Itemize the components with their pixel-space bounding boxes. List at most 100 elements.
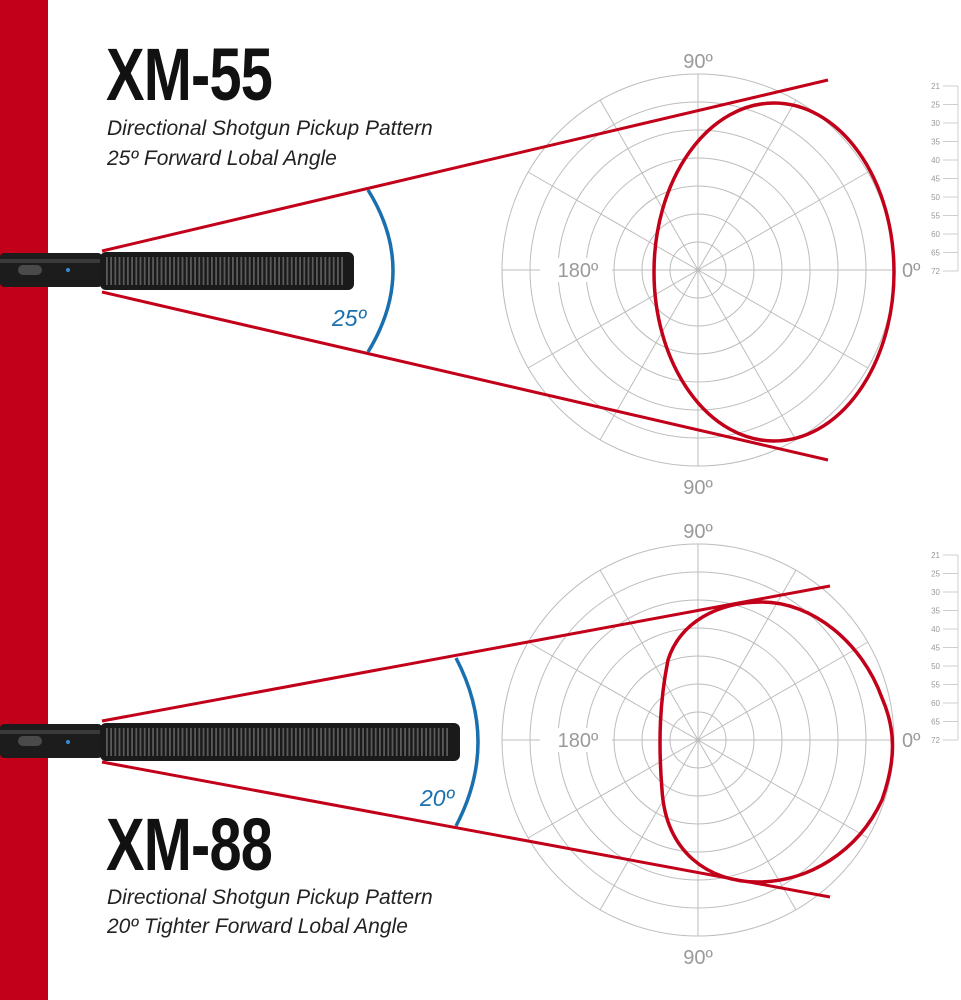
grille-rib bbox=[328, 257, 331, 285]
label-bg-left-1 bbox=[540, 258, 612, 282]
grille-rib bbox=[437, 728, 440, 756]
scale-tick-label: 60 bbox=[931, 230, 940, 239]
polar-label-right-1: 0º bbox=[902, 260, 921, 282]
grille-rib bbox=[295, 257, 297, 285]
pickup-boundary-top-1 bbox=[101, 78, 829, 253]
grille-rib bbox=[362, 728, 364, 756]
scale-tick-label: 25 bbox=[931, 570, 940, 579]
grille-rib bbox=[164, 257, 167, 285]
left-accent-bar bbox=[0, 0, 48, 1000]
scale-tick-label: 50 bbox=[931, 662, 940, 671]
grille-rib bbox=[244, 257, 247, 285]
grille-rib bbox=[400, 728, 402, 756]
grille-rib bbox=[290, 728, 293, 756]
grille-rib bbox=[211, 257, 213, 285]
grille-rib bbox=[257, 257, 259, 285]
polar-label-top-2: 90º bbox=[683, 521, 713, 543]
grille-rib bbox=[274, 257, 276, 285]
grille-rib bbox=[261, 257, 264, 285]
grille-rib bbox=[190, 257, 192, 285]
grille-rib bbox=[278, 257, 280, 285]
microphone-1 bbox=[0, 252, 354, 290]
grille-rib bbox=[202, 257, 205, 285]
grille-rib bbox=[320, 257, 322, 285]
grille-rib bbox=[425, 728, 427, 756]
grille-rib bbox=[156, 728, 159, 756]
grille-rib bbox=[366, 728, 369, 756]
scale-tick-label: 60 bbox=[931, 699, 940, 708]
grille-rib bbox=[122, 728, 125, 756]
grille-rib bbox=[177, 728, 180, 756]
subtitle-line2-xm88: 20º Tighter Forward Lobal Angle bbox=[107, 915, 408, 938]
grille-rib bbox=[295, 728, 297, 756]
grille-rib bbox=[106, 257, 108, 285]
grille-rib bbox=[232, 728, 234, 756]
grille-rib bbox=[274, 728, 276, 756]
grille-rib bbox=[114, 257, 117, 285]
angle-label-1: 25º bbox=[331, 305, 368, 331]
grille-rib bbox=[253, 728, 255, 756]
grille-rib bbox=[328, 728, 331, 756]
grille-rib bbox=[374, 728, 377, 756]
grille-rib bbox=[219, 257, 222, 285]
grille-rib bbox=[269, 257, 272, 285]
scale-tick-label: 35 bbox=[931, 138, 940, 147]
scale-tick-label: 65 bbox=[931, 249, 940, 258]
pickup-boundary-top-2 bbox=[101, 584, 831, 723]
grille-rib bbox=[257, 728, 259, 756]
grille-rib bbox=[332, 257, 335, 285]
grille-rib bbox=[139, 728, 142, 756]
grille-rib bbox=[345, 728, 348, 756]
grille-rib bbox=[337, 257, 339, 285]
grille-rib bbox=[122, 257, 125, 285]
polar-label-bottom-2: 90º bbox=[683, 947, 713, 969]
polar-label-top-1: 90º bbox=[683, 51, 713, 73]
grille-rib bbox=[282, 728, 285, 756]
grille-rib bbox=[211, 728, 213, 756]
grille-rib bbox=[118, 728, 121, 756]
grille-rib bbox=[429, 728, 432, 756]
grille-rib bbox=[185, 257, 188, 285]
scale-tick-label: 25 bbox=[931, 101, 940, 110]
grille-rib bbox=[446, 728, 448, 756]
grille-rib bbox=[206, 257, 209, 285]
polar-label-right-2: 0º bbox=[902, 730, 921, 752]
grille-rib bbox=[169, 728, 171, 756]
model-title-xm88: XM-88 bbox=[106, 803, 273, 886]
scale-tick-label: 45 bbox=[931, 644, 940, 653]
grille-rib bbox=[135, 257, 138, 285]
pickup-boundary-bottom-1 bbox=[101, 290, 829, 462]
grille-rib bbox=[215, 728, 217, 756]
angle-label-2: 20º bbox=[419, 785, 456, 811]
microphone-2 bbox=[0, 723, 460, 761]
grille-rib bbox=[139, 257, 142, 285]
grille-rib bbox=[114, 728, 117, 756]
subtitle-line1-xm55: Directional Shotgun Pickup Pattern bbox=[107, 117, 433, 140]
grille-rib bbox=[404, 728, 406, 756]
grille-rib bbox=[303, 257, 306, 285]
grille-rib bbox=[190, 728, 192, 756]
grille-rib bbox=[320, 728, 322, 756]
grille-rib bbox=[173, 728, 175, 756]
grille-rib bbox=[353, 728, 356, 756]
model-title-xm55: XM-55 bbox=[106, 33, 273, 116]
grille-rib bbox=[198, 728, 201, 756]
grille-rib bbox=[215, 257, 217, 285]
grille-rib bbox=[379, 728, 381, 756]
grille-rib bbox=[143, 728, 146, 756]
grille-rib bbox=[324, 257, 327, 285]
grille-rib bbox=[236, 728, 238, 756]
scale-tick-label: 40 bbox=[931, 156, 940, 165]
grille-rib bbox=[223, 257, 226, 285]
scale-tick-label: 30 bbox=[931, 588, 940, 597]
grille-rib bbox=[332, 728, 335, 756]
subtitle-line2-xm55: 25º Forward Lobal Angle bbox=[107, 147, 337, 170]
polar-label-left-1: 180º bbox=[558, 260, 599, 282]
grille-rib bbox=[148, 728, 150, 756]
grille-rib bbox=[316, 728, 318, 756]
grille-rib bbox=[131, 728, 133, 756]
grille-rib bbox=[299, 257, 301, 285]
subtitle-line1-xm88: Directional Shotgun Pickup Pattern bbox=[107, 886, 433, 909]
